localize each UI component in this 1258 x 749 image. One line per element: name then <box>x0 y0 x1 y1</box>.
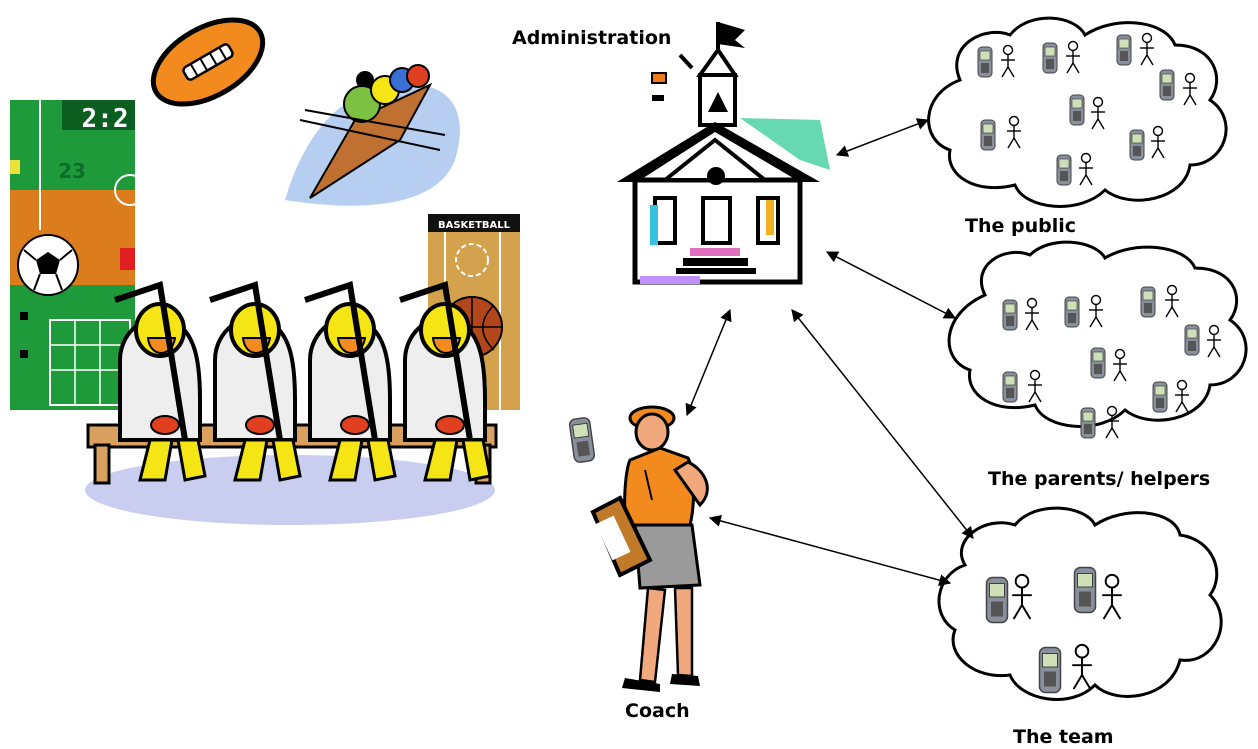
mobile-phone-icon <box>1042 42 1058 74</box>
mobile-phone-icon <box>1159 69 1175 101</box>
mobile-phone-icon <box>568 416 596 464</box>
mobile-phone-icon <box>980 119 996 151</box>
mobile-phone-icon <box>1080 407 1096 439</box>
mobile-phone-icon <box>1129 129 1145 161</box>
arrow-admin-coach <box>685 308 732 417</box>
football-icon <box>150 17 266 107</box>
mobile-phone-icon <box>1152 381 1168 413</box>
arrows <box>685 118 974 586</box>
mobile-phone-icon <box>1038 646 1062 694</box>
mobile-phone-icon <box>1090 347 1106 379</box>
mobile-phone-icon <box>1064 296 1080 328</box>
arrow-admin-team <box>791 309 974 539</box>
arrow-admin-parents <box>825 251 957 319</box>
mobile-phone-icon <box>1002 371 1018 403</box>
mobile-phone-icon <box>1002 299 1018 331</box>
mobile-phone-icon <box>1184 324 1200 356</box>
court-sign: BASKETBALL <box>438 220 511 231</box>
team-label: The team <box>1013 726 1114 748</box>
soccer-field-icon <box>10 100 146 410</box>
coach-label: Coach <box>625 700 690 722</box>
mobile-phone-icon <box>985 576 1009 624</box>
public-label: The public <box>965 215 1077 237</box>
mobile-phone-icon <box>1073 566 1097 614</box>
hockey-players-icon <box>85 281 498 525</box>
cloud-icon <box>947 240 1248 428</box>
mobile-phone-icon <box>1116 34 1132 66</box>
schoolhouse-icon <box>617 22 830 285</box>
mobile-phone-icon <box>977 46 993 78</box>
rowing-boat-icon <box>285 64 460 206</box>
mobile-phone-icon <box>1056 154 1072 186</box>
mobile-phone-icon <box>1140 286 1156 318</box>
parents-label: The parents/ helpers <box>988 468 1211 490</box>
field-score: 2:2 <box>82 104 129 134</box>
arrow-coach-team <box>708 515 952 586</box>
administration-label: Administration <box>512 27 672 49</box>
mobile-phone-icon <box>1069 94 1085 126</box>
field-number: 23 <box>58 159 86 183</box>
coach-icon <box>590 405 709 692</box>
arrow-admin-public <box>835 118 930 157</box>
